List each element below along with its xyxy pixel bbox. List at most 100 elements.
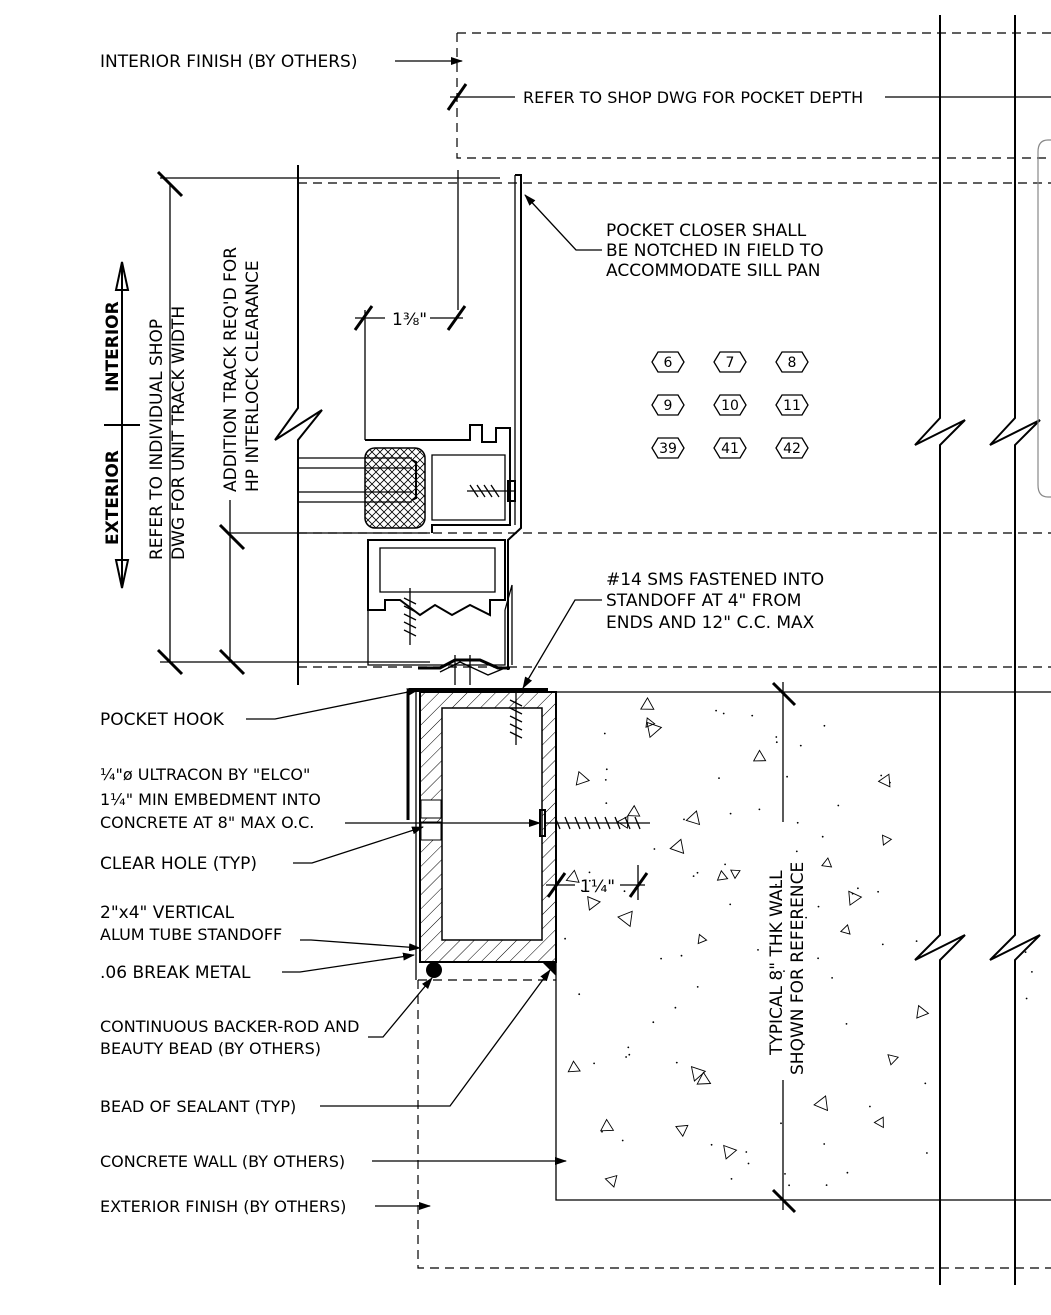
aggregate-dot: [683, 818, 685, 821]
aggregate-dot: [775, 741, 778, 744]
concrete-aggregate: [564, 696, 1033, 1188]
sms-label-line-1: #14 SMS FASTENED INTO: [606, 570, 824, 590]
aggregate-triangle: [723, 1144, 738, 1160]
aggregate-dot: [823, 1143, 826, 1145]
pocket-depth-dimension: [446, 83, 1051, 111]
backer-rod-label-line-1: CONTINUOUS BACKER-ROD AND: [100, 1017, 359, 1036]
aggregate-dot: [724, 863, 726, 866]
part-tag-hexagon: [713, 437, 747, 459]
standoff-label-line-1: 2"x4" VERTICAL: [100, 903, 235, 923]
aggregate-triangle: [627, 804, 641, 817]
aggregate-dot: [581, 889, 583, 892]
aggregate-dot: [675, 1061, 678, 1064]
part-tag-number: 8: [788, 355, 797, 371]
aggregate-triangle: [567, 1060, 581, 1073]
dimension-lines: [156, 170, 500, 676]
aggregate-dot: [564, 937, 566, 940]
aggregate-dot: [588, 871, 591, 874]
aggregate-triangle: [813, 1095, 829, 1112]
aggregate-dot: [889, 781, 891, 784]
aggregate-dot: [880, 774, 883, 777]
aggregate-triangle: [730, 869, 741, 880]
aggregate-triangle: [697, 933, 708, 945]
part-tag-number: 41: [721, 441, 739, 457]
aggregate-dot: [757, 949, 759, 951]
closer-gap-dimension-text: 1⅜": [392, 310, 427, 330]
aggregate-dot: [628, 1053, 631, 1056]
concrete-wall-label: CONCRETE WALL (BY OTHERS): [100, 1152, 345, 1171]
aggregate-triangle: [873, 1116, 884, 1129]
aggregate-dot: [803, 1043, 805, 1046]
aggregate-dot: [786, 775, 788, 778]
backer-rod: [426, 962, 442, 978]
finish-outlines: [298, 32, 1051, 1269]
aggregate-triangle: [887, 1054, 900, 1066]
part-tag-hexagon: [651, 351, 685, 373]
bead-sealant-label: BEAD OF SEALANT (TYP): [100, 1097, 296, 1116]
aggregate-dot: [823, 724, 826, 727]
aggregate-triangle: [696, 1071, 712, 1085]
aggregate-dot: [660, 957, 662, 960]
aggregate-triangle: [640, 696, 655, 710]
aggregate-triangle: [599, 1118, 615, 1132]
pocket-closer-label-line-1: POCKET CLOSER SHALL: [606, 221, 807, 241]
aggregate-dot: [805, 916, 807, 919]
closer-gap-dimension: [353, 170, 467, 440]
aggregate-dot: [715, 709, 717, 712]
aggregate-dot: [722, 712, 725, 715]
aggregate-dot: [588, 879, 591, 882]
aggregate-dot: [831, 977, 833, 979]
part-tag-hexagon: [651, 437, 685, 459]
pocket-hook-label: POCKET HOOK: [100, 710, 225, 730]
break-lines: [914, 15, 1051, 1285]
part-tag-number: 9: [664, 398, 673, 414]
aggregate-dot: [621, 1139, 624, 1142]
part-tag-number: 6: [664, 355, 673, 371]
aggregate-dot: [593, 1062, 595, 1065]
aggregate-triangle: [575, 770, 591, 786]
aggregate-dot: [758, 808, 761, 811]
part-tag-hexagon: [775, 437, 809, 459]
aggregate-dot: [915, 940, 918, 942]
sill-track-assembly: [298, 174, 522, 685]
aggregate-dot: [625, 1056, 627, 1058]
aggregate-dot: [674, 1006, 677, 1009]
aggregate-triangle: [645, 717, 656, 728]
aggregate-triangle: [690, 1066, 707, 1082]
aggregate-dot: [729, 903, 732, 906]
aggregate-dot: [680, 954, 683, 957]
ultracon-label-line-2: 1¼" MIN EMBEDMENT INTO: [100, 790, 321, 809]
aggregate-triangle: [604, 1174, 618, 1188]
aggregate-triangle: [716, 869, 729, 881]
pocket-closer-label-line-3: ACCOMMODATE SILL PAN: [606, 261, 820, 281]
aggregate-dot: [857, 887, 859, 890]
aggregate-dot: [730, 1178, 733, 1180]
aggregate-dot: [605, 802, 608, 804]
aggregate-dot: [783, 970, 785, 972]
aggregate-dot: [605, 768, 608, 771]
aggregate-dot: [1031, 971, 1033, 973]
part-tag-hexagon: [713, 394, 747, 416]
aggregate-dot: [825, 1184, 828, 1186]
aggregate-dot: [623, 890, 626, 893]
aggregate-dot: [869, 1105, 871, 1108]
aggregate-dot: [696, 871, 699, 874]
ultracon-label-line-3: CONCRETE AT 8" MAX O.C.: [100, 813, 314, 832]
aggregate-dot: [796, 821, 799, 824]
aggregate-dot: [627, 1046, 630, 1049]
part-tag-number: 10: [721, 398, 739, 414]
pocket-depth-label: REFER TO SHOP DWG FOR POCKET DEPTH: [523, 88, 863, 107]
standoff-label-line-2: ALUM TUBE STANDOFF: [100, 925, 282, 944]
sealant-bead: [542, 962, 556, 976]
direction-indicator: [104, 261, 140, 589]
wall-thickness-label-line-1: TYPICAL 8" THK WALL: [767, 870, 787, 1056]
aggregate-dot: [601, 1130, 603, 1133]
aggregate-dot: [924, 1082, 927, 1085]
aggregate-triangle: [881, 834, 893, 846]
aggregate-dot: [851, 892, 854, 895]
aggregate-dot: [718, 777, 720, 779]
aggregate-triangle: [752, 749, 767, 762]
aggregate-triangle: [587, 895, 601, 911]
aggregate-dot: [729, 812, 732, 815]
